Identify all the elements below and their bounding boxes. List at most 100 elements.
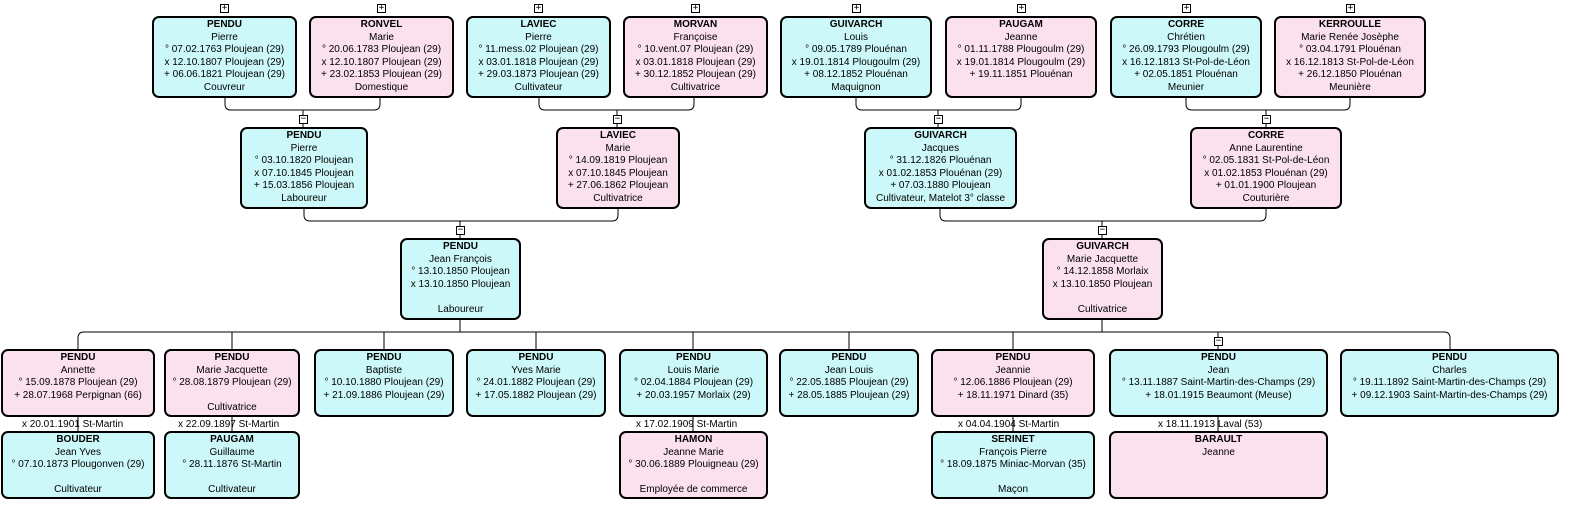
person-surname: PENDU [442, 241, 478, 252]
person-detail-line [316, 415, 452, 416]
person-detail-line: ° 31.12.1826 Plouénan [889, 155, 992, 167]
person-surname: MORVAN [673, 19, 718, 30]
person-detail-line [166, 390, 298, 403]
person-detail-line [781, 415, 917, 416]
person-detail-line: x 01.02.1853 Plouénan (29) [1204, 167, 1328, 179]
person-detail-line: + 23.02.1853 Ploujean (29) [321, 69, 442, 81]
person-given-name: Jeanne [1004, 31, 1038, 43]
person-detail-line: ° 22.05.1885 Ploujean (29) [789, 377, 909, 389]
person-detail-line: x 19.01.1814 Plougoulm (29) [791, 56, 921, 68]
person-detail-line [3, 497, 153, 498]
person-detail-line [1111, 402, 1326, 415]
person-detail-line: Cultivatrice [207, 402, 257, 414]
expand-toggle-icon[interactable]: + [1017, 3, 1026, 13]
person-detail-line: x 13.10.1850 Ploujean [410, 278, 511, 290]
person-detail-line: Ménagère [933, 415, 1093, 416]
person-surname: HAMON [674, 434, 713, 445]
expand-toggle-icon[interactable]: + [1182, 3, 1191, 13]
person-surname: PENDU [831, 352, 867, 363]
expand-toggle-icon[interactable]: + [852, 3, 861, 13]
collapse-toggle-icon[interactable]: − [456, 225, 465, 235]
person-detail-line: x 07.10.1845 Ploujean [254, 167, 354, 179]
person-detail-line: ° 10.10.1880 Ploujean (29) [324, 377, 444, 389]
collapse-toggle-icon[interactable]: − [1262, 114, 1271, 124]
person-given-name: Jean François [429, 253, 492, 265]
person-given-name: Marie [368, 31, 394, 43]
person-detail-line: + 01.01.1900 Ploujean [1215, 180, 1317, 192]
person-detail-line: + 19.11.1851 Plouénan [969, 69, 1073, 81]
person-detail-line [1044, 291, 1161, 304]
expand-toggle-icon[interactable]: + [220, 3, 229, 13]
person-surname: LAVIEC [520, 19, 557, 30]
collapse-toggle-icon[interactable]: − [613, 114, 622, 124]
collapse-toggle-icon[interactable]: − [1098, 225, 1107, 235]
collapse-toggle-icon[interactable]: − [299, 114, 308, 124]
person-detail-line: + 30.12.1852 Ploujean (29) [635, 69, 756, 81]
person-detail-line [1111, 484, 1326, 497]
person-given-name: Marie Jacquette [1066, 253, 1139, 265]
person-detail-line [468, 402, 604, 415]
person-detail-line [3, 402, 153, 415]
person-detail-line [166, 497, 298, 498]
person-detail-line: Laboureur [281, 192, 327, 204]
person-detail-line: Cultivatrice [1077, 303, 1128, 315]
person-detail-line [1342, 402, 1557, 415]
person-detail-line: ° 13.10.1850 Ploujean [411, 266, 510, 278]
person-given-name: François Pierre [979, 446, 1047, 458]
person-given-name: Guillaume [209, 446, 255, 458]
person-detail-line: ° 03.04.1791 Plouénan [1299, 44, 1401, 56]
expand-toggle-icon[interactable]: + [377, 3, 386, 13]
person-detail-line: Maquignon [831, 81, 881, 93]
person-given-name: Marie Renée Josèphe [1301, 31, 1399, 43]
person-detail-line: ° 07.02.1763 Ploujean (29) [164, 44, 285, 56]
person-detail-line [1111, 497, 1326, 498]
person-detail-line: Meunier [1167, 81, 1205, 93]
person-detail-line: ° 28.11.1876 St-Martin [182, 459, 282, 471]
collapse-toggle-icon[interactable]: − [934, 114, 943, 124]
person-surname: KERROULLE [1318, 19, 1382, 30]
person-surname: GUIVARCH [829, 19, 883, 30]
collapse-toggle-icon[interactable]: − [1214, 336, 1223, 346]
expand-toggle-icon[interactable]: + [691, 3, 700, 13]
person-detail-line: + 09.12.1903 Saint-Martin-des-Champs (29… [1351, 389, 1548, 401]
person-surname: PENDU [60, 352, 96, 363]
marriage-label: x 20.01.1901 St-Martin [22, 419, 124, 430]
person-detail-line: Cultivateur, Matelot 3° classe [875, 192, 1006, 204]
person-detail-line [166, 415, 298, 416]
person-surname: PENDU [675, 352, 711, 363]
person-detail-line: ° 24.01.1882 Ploujean (29) [476, 377, 596, 389]
expand-toggle-icon[interactable]: + [1346, 3, 1355, 13]
expand-toggle-icon[interactable]: + [534, 3, 543, 13]
person-detail-line [1111, 459, 1326, 472]
person-given-name: Pierre [211, 31, 238, 43]
person-detail-line [1111, 472, 1326, 485]
